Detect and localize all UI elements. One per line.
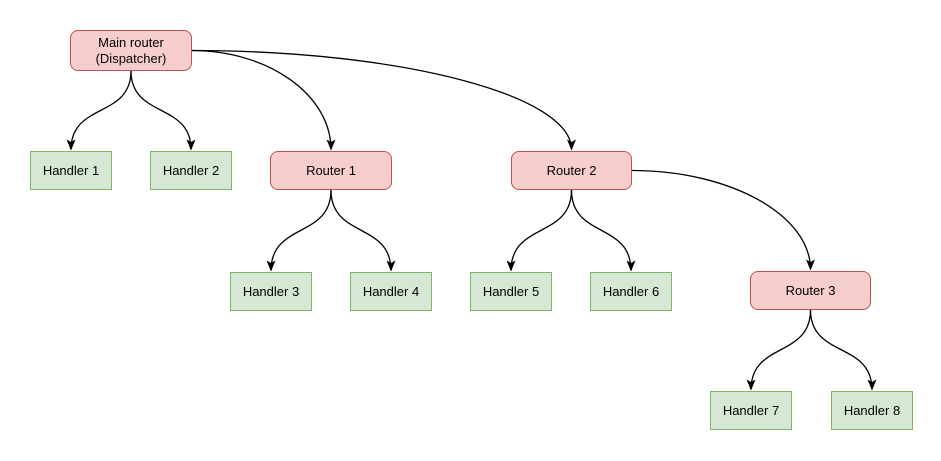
edge-router-3-to-handler-7 — [746, 309, 812, 391]
node-label: Handler 7 — [722, 402, 780, 418]
node-label: Handler 4 — [362, 283, 420, 299]
edge-router-2-to-handler-6 — [570, 189, 636, 272]
node-label: Router 2 — [546, 162, 597, 178]
node-label: Handler 3 — [242, 283, 300, 299]
edge-main-router-to-router-1 — [191, 49, 336, 151]
node-label: Handler 5 — [482, 283, 540, 299]
node-handler-8: Handler 8 — [831, 391, 913, 430]
node-handler-3: Handler 3 — [230, 272, 312, 311]
node-label: Handler 6 — [602, 283, 660, 299]
node-handler-6: Handler 6 — [590, 272, 672, 311]
edge-router-1-to-handler-3 — [266, 189, 332, 272]
node-label: Main router (Dispatcher) — [95, 34, 167, 66]
node-handler-7: Handler 7 — [710, 391, 792, 430]
node-router-3: Router 3 — [750, 271, 871, 310]
node-label: Handler 1 — [42, 162, 100, 178]
node-handler-5: Handler 5 — [470, 272, 552, 311]
node-label: Router 3 — [785, 282, 836, 298]
node-handler-1: Handler 1 — [30, 151, 112, 190]
edge-router-2-to-handler-5 — [506, 189, 573, 272]
edge-group — [66, 49, 877, 391]
edge-router-3-to-handler-8 — [809, 309, 877, 391]
node-label: Handler 2 — [162, 162, 220, 178]
edge-main-router-to-handler-2 — [130, 70, 196, 151]
node-label: Handler 8 — [843, 402, 901, 418]
edge-router-2-to-router-3 — [631, 169, 815, 271]
node-router-1: Router 1 — [270, 151, 392, 190]
edge-main-router-to-router-2 — [191, 49, 576, 151]
node-router-2: Router 2 — [511, 151, 632, 190]
node-handler-2: Handler 2 — [150, 151, 232, 190]
node-handler-4: Handler 4 — [350, 272, 432, 311]
node-main-router: Main router (Dispatcher) — [70, 30, 192, 71]
node-label: Router 1 — [306, 162, 356, 178]
edge-router-1-to-handler-4 — [330, 189, 396, 272]
edge-main-router-to-handler-1 — [66, 70, 132, 151]
